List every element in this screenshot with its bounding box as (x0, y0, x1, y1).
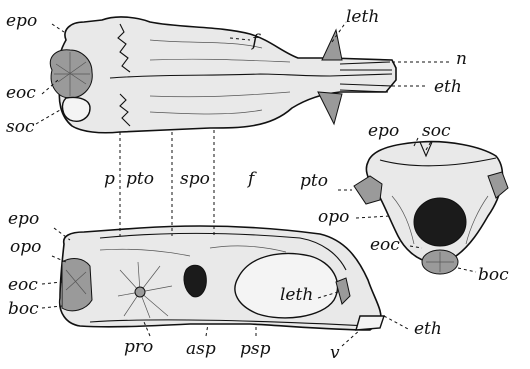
label-top-soc: soc (6, 117, 35, 137)
label-side-v: v (330, 343, 340, 363)
label-top-leth: leth (346, 7, 379, 27)
label-side-leth: leth (280, 285, 313, 305)
label-side-epo: epo (8, 209, 39, 229)
label-top-n: n (456, 49, 467, 69)
lateral-exoccipital (62, 259, 92, 311)
label-top-epo: epo (6, 11, 37, 31)
dorsal-lateral-ethmoid-upper (322, 30, 342, 60)
label-side-pto: pto (126, 169, 154, 189)
label-side-f: f (246, 169, 257, 189)
label-back-eoc: eoc (370, 235, 400, 255)
label-back-soc: soc (422, 121, 451, 141)
label-side-pro: pro (124, 337, 153, 357)
label-back-boc: boc (478, 265, 509, 285)
label-side-asp: asp (186, 339, 216, 359)
label-side-psp: psp (240, 339, 271, 359)
dorsal-supraoccipital (63, 97, 90, 121)
dorsal-view-skull (50, 17, 396, 133)
label-side-eoc: eoc (8, 275, 38, 295)
lateral-view-skull (60, 226, 384, 330)
label-side-boc: boc (8, 299, 39, 319)
label-side-spo: spo (180, 169, 210, 189)
label-back-epo: epo (368, 121, 399, 141)
label-side-eth: eth (414, 319, 442, 339)
label-side-p: p (104, 169, 115, 189)
dorsal-lateral-ethmoid-lower (318, 92, 342, 124)
label-top-eoc: eoc (6, 83, 36, 103)
label-side-opo: opo (10, 237, 41, 257)
foramen-magnum (414, 198, 466, 246)
label-back-opo: opo (318, 207, 349, 227)
label-back-pto: pto (300, 171, 328, 191)
label-top-eth: eth (434, 77, 462, 97)
lateral-vomer (356, 316, 384, 330)
